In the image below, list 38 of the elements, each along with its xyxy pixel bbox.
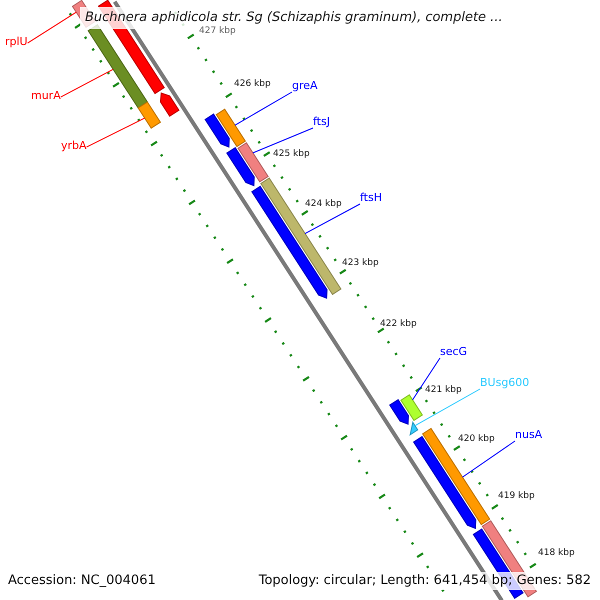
leader-line xyxy=(414,388,480,426)
gene-triangle xyxy=(409,421,418,436)
gene-label: ftsH xyxy=(360,191,382,204)
scale-label: 423 kbp xyxy=(342,258,379,268)
scale-label: 419 kbp xyxy=(498,491,535,501)
scale-label: 422 kbp xyxy=(380,319,417,329)
gene-pointed-block xyxy=(389,398,409,425)
gene-label: secG xyxy=(440,345,468,358)
leader-line xyxy=(27,12,77,44)
leader-line xyxy=(252,128,314,154)
gene-block xyxy=(216,108,246,148)
leader-line xyxy=(462,440,516,478)
gene-pointed-block xyxy=(412,436,476,530)
gene-label: yrbA xyxy=(61,139,87,152)
scale-label: 425 kbp xyxy=(273,149,310,159)
scale-label: 426 kbp xyxy=(234,79,271,89)
leader-line xyxy=(60,68,114,98)
scale-label: 418 kbp xyxy=(538,548,575,558)
gene-label: ftsJ xyxy=(313,115,330,128)
gene-block xyxy=(400,394,424,422)
gene-block xyxy=(237,142,269,183)
leader-line xyxy=(304,204,360,234)
gene-label: rplU xyxy=(5,35,28,48)
leader-line xyxy=(86,118,146,148)
leader-line xyxy=(234,92,292,126)
scale-label: 420 kbp xyxy=(458,434,495,444)
gene-label: nusA xyxy=(515,428,542,441)
gene-block xyxy=(260,177,342,296)
scale-label: 421 kbp xyxy=(425,385,462,395)
leader-line xyxy=(412,358,440,400)
gene-label: murA xyxy=(31,89,61,102)
gene-label: BUsg600 xyxy=(480,376,530,389)
scale-label: 424 kbp xyxy=(305,199,342,209)
gene-block xyxy=(137,101,162,129)
gene-label: greA xyxy=(292,79,318,92)
gene-pointed-block xyxy=(204,113,230,148)
gene-pointed-block xyxy=(226,146,255,186)
gene-pointed-block xyxy=(160,92,180,117)
